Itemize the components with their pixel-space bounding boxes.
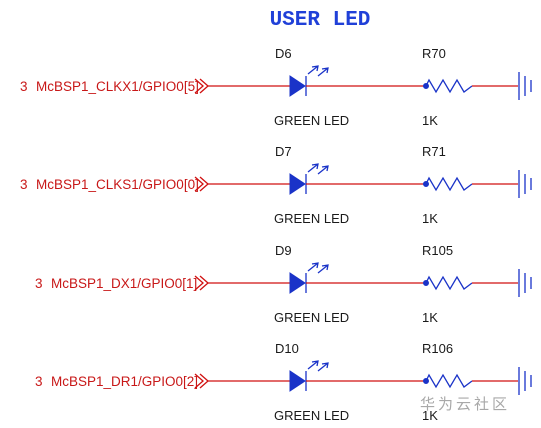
resistor-value: 1K <box>422 408 438 423</box>
net-prefix: 3 <box>20 79 28 94</box>
led-icon <box>289 173 306 195</box>
resistor-icon <box>425 275 473 291</box>
resistor-ref: R70 <box>422 46 446 61</box>
net-prefix: 3 <box>35 276 43 291</box>
net-label: McBSP1_CLKX1/GPIO0[5] <box>36 79 199 94</box>
led-light-arrow-2 <box>317 165 329 175</box>
led-value: GREEN LED <box>274 113 349 128</box>
resistor-icon <box>425 176 473 192</box>
led-light-arrow-2 <box>317 264 329 274</box>
resistor-value: 1K <box>422 113 438 128</box>
schematic-title: USER LED <box>270 9 371 32</box>
led-icon <box>289 272 306 294</box>
led-ref: D9 <box>275 243 292 258</box>
led-value: GREEN LED <box>274 310 349 325</box>
resistor-icon <box>425 78 473 94</box>
net-prefix: 3 <box>20 177 28 192</box>
led-light-arrow-1 <box>307 262 319 272</box>
resistor-icon <box>425 373 473 389</box>
resistor-ref: R105 <box>422 243 453 258</box>
resistor-value: 1K <box>422 211 438 226</box>
led-light-arrow-2 <box>317 362 329 372</box>
led-light-arrow-1 <box>307 65 319 75</box>
resistor-value: 1K <box>422 310 438 325</box>
led-ref: D6 <box>275 46 292 61</box>
net-label: McBSP1_DX1/GPIO0[1] <box>51 276 197 291</box>
led-value: GREEN LED <box>274 211 349 226</box>
led-light-arrow-2 <box>317 67 329 77</box>
led-ref: D7 <box>275 144 292 159</box>
led-ref: D10 <box>275 341 299 356</box>
net-label: McBSP1_DR1/GPIO0[2] <box>51 374 198 389</box>
led-value: GREEN LED <box>274 408 349 423</box>
led-light-arrow-1 <box>307 360 319 370</box>
watermark: 华为云社区 <box>420 395 510 413</box>
resistor-ref: R106 <box>422 341 453 356</box>
net-prefix: 3 <box>35 374 43 389</box>
led-icon <box>289 370 306 392</box>
led-light-arrow-1 <box>307 163 319 173</box>
resistor-ref: R71 <box>422 144 446 159</box>
net-label: McBSP1_CLKS1/GPIO0[0] <box>36 177 199 192</box>
led-icon <box>289 75 306 97</box>
